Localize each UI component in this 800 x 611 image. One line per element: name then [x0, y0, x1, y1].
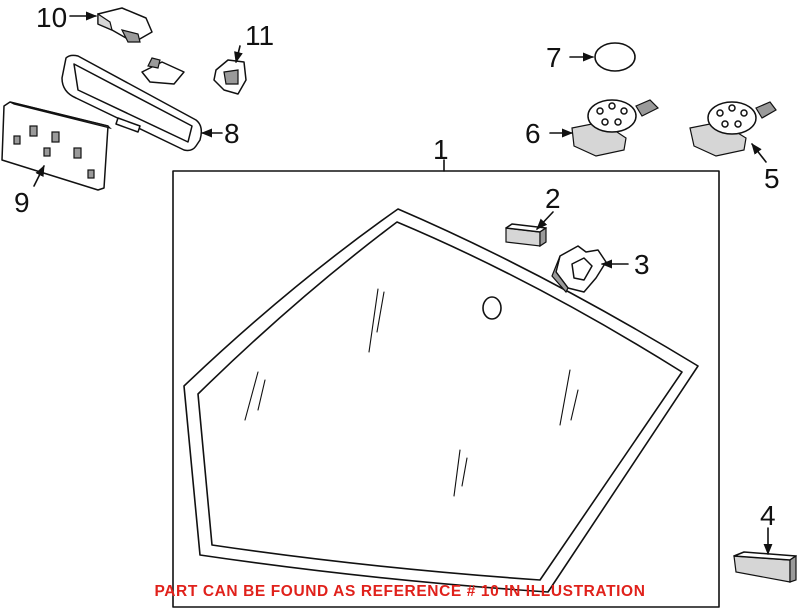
part-9-cover-panel[interactable] — [1, 101, 112, 191]
part-3-bracket[interactable] — [551, 245, 607, 294]
part-8-rearview-mirror[interactable] — [61, 54, 203, 152]
callout-5: 5 — [764, 163, 780, 194]
callout-4: 4 — [760, 500, 776, 531]
part-11-clip[interactable] — [213, 59, 247, 95]
windshield-glass[interactable] — [183, 208, 699, 593]
callout-9: 9 — [14, 187, 30, 218]
part-6-rain-sensor[interactable] — [571, 99, 660, 157]
callout-6: 6 — [525, 118, 541, 149]
callout-10: 10 — [36, 2, 67, 33]
reference-caption: PART CAN BE FOUND AS REFERENCE # 10 IN I… — [154, 583, 646, 600]
leader-lines — [33, 11, 773, 556]
part-7-o-ring[interactable] — [594, 42, 636, 72]
part-5-rain-sensor[interactable] — [689, 101, 777, 157]
sensor-window — [482, 296, 502, 320]
part-2-block[interactable] — [505, 223, 547, 248]
part-4-wedge[interactable] — [733, 551, 797, 583]
callout-11: 11 — [245, 20, 274, 51]
part-10-mirror-mount[interactable] — [97, 7, 153, 43]
callout-8: 8 — [224, 118, 240, 149]
callout-1: 1 — [433, 134, 449, 165]
windshield-group-frame — [172, 170, 720, 608]
callout-2: 2 — [545, 183, 561, 214]
windshield-group — [172, 170, 720, 608]
callout-3: 3 — [634, 249, 650, 280]
callout-7: 7 — [546, 42, 562, 73]
